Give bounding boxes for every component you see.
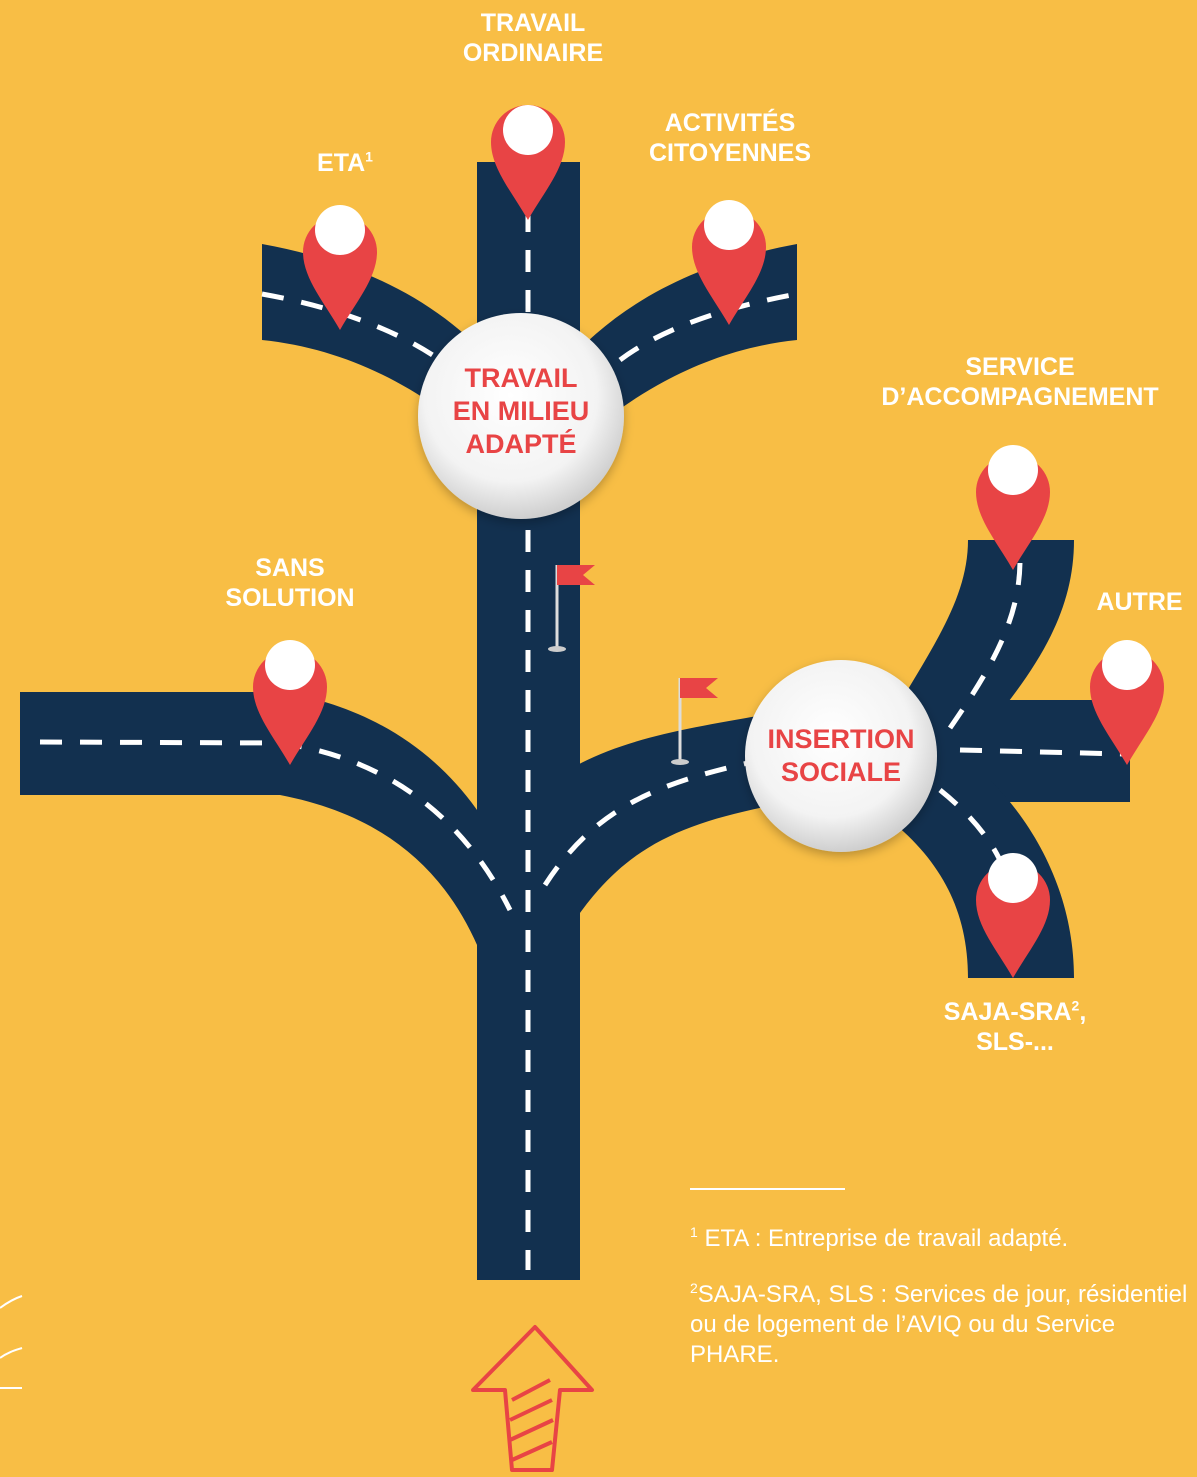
flag-icon	[671, 678, 718, 765]
flag-icon	[548, 565, 595, 652]
flags	[548, 565, 718, 765]
dash-autre	[959, 747, 1126, 757]
label-eta: ETA1	[317, 148, 373, 177]
label-service-accompagnement: SERVICE D’ACCOMPAGNEMENT	[881, 353, 1159, 411]
hub-label-milieu-adapte: TRAVAIL EN MILIEU ADAPTÉ	[452, 363, 590, 459]
map-pin-icon	[253, 640, 327, 765]
hub-insertion-sociale	[745, 660, 937, 852]
map-pin-icon	[491, 105, 565, 220]
road-sans-solution	[20, 692, 555, 1040]
footnote-2: 2SAJA-SRA, SLS : Services de jour, résid…	[690, 1280, 1188, 1368]
margin-strokes	[0, 1295, 23, 1389]
pins	[253, 105, 1164, 978]
map-pin-icon	[976, 853, 1050, 978]
label-sans-solution: SANS SOLUTION	[225, 554, 355, 612]
road-insertion-branch	[540, 712, 800, 920]
map-pin-icon	[976, 445, 1050, 570]
footnote-divider	[690, 1188, 845, 1190]
map-pin-icon	[1090, 640, 1164, 765]
label-activites-citoyennes: ACTIVITÉS CITOYENNES	[648, 109, 812, 167]
dash-accompagnement	[947, 559, 1023, 730]
map-pin-icon	[692, 200, 766, 325]
dash-insertion	[542, 755, 771, 887]
hub-label-insertion-sociale: INSERTION SOCIALE	[767, 724, 915, 787]
footnote-1: 1 ETA : Entreprise de travail adapté.	[690, 1224, 1069, 1252]
label-autre: AUTRE	[1096, 588, 1183, 616]
dash-citoyennes	[618, 291, 798, 363]
footnotes: 1 ETA : Entreprise de travail adapté. 2S…	[690, 1188, 1190, 1396]
label-travail-ordinaire: TRAVAIL ORDINAIRE	[462, 9, 604, 67]
dash-eta	[261, 291, 442, 363]
dash-sans-solution	[39, 739, 513, 912]
hubs	[418, 313, 937, 852]
label-saja: SAJA-SRA2, SLS-...	[943, 997, 1087, 1056]
arrow-up-icon	[471, 1325, 594, 1472]
hub-milieu-adapte	[418, 313, 624, 519]
map-pin-icon	[303, 205, 377, 330]
